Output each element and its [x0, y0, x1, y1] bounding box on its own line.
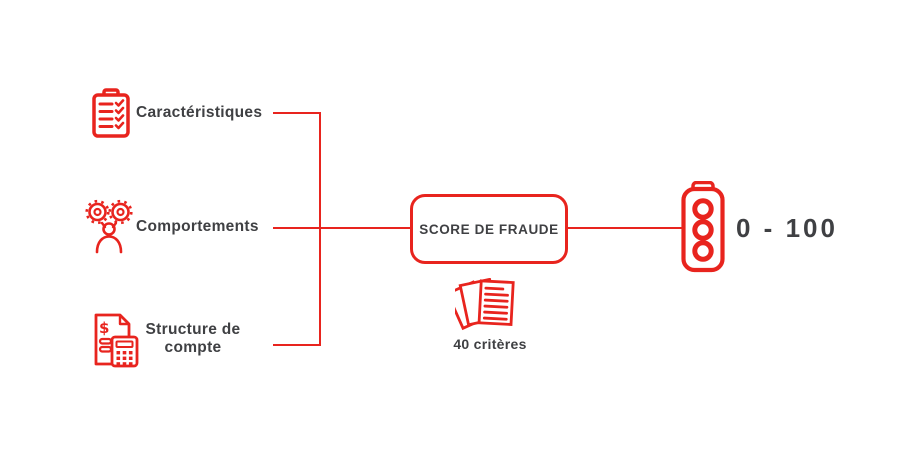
score-de-fraude-box: SCORE DE FRAUDE — [410, 194, 568, 264]
clipboard-checklist-icon — [90, 87, 132, 139]
criteria-count-label: 40 critères — [453, 336, 527, 352]
input-label-comportements: Comportements — [136, 218, 259, 235]
score-de-fraude-label: SCORE DE FRAUDE — [419, 221, 559, 237]
score-range-label: 0 - 100 — [736, 213, 838, 243]
input-label-structure-de-compte: Structure de compte — [145, 321, 241, 356]
connector-middle-line — [273, 227, 410, 229]
input-label-caracteristiques: Caractéristiques — [136, 104, 263, 121]
documents-stack-icon — [455, 278, 523, 334]
connector-vertical-line — [319, 112, 321, 346]
connector-top-stub — [273, 112, 321, 114]
behavior-gears-person-icon — [85, 199, 133, 255]
connector-output-line — [568, 227, 682, 229]
account-document-calculator-icon: $ — [92, 312, 140, 370]
connector-bottom-stub — [273, 344, 321, 346]
svg-text:$: $ — [99, 319, 109, 337]
traffic-light-icon — [681, 181, 725, 273]
